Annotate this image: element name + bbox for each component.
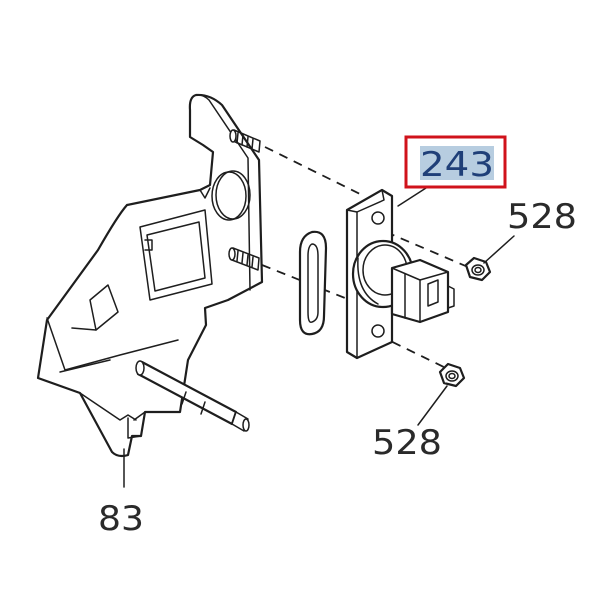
callout-243[interactable]: 243 — [404, 135, 507, 189]
bracket-plate — [36, 93, 264, 458]
part-number-83[interactable]: 83 — [98, 499, 144, 539]
assembly-lines — [261, 146, 469, 371]
callout-highlight-fill — [420, 146, 494, 180]
bracket-stud-upper — [229, 129, 261, 153]
part-number-528-lower[interactable]: 528 — [372, 423, 442, 463]
sensor-assembly — [345, 188, 455, 360]
leader-lines — [123, 187, 515, 488]
part-number-528-upper[interactable]: 528 — [507, 197, 577, 237]
bracket-stud-lower — [228, 247, 260, 271]
nut-lower — [438, 362, 466, 388]
part-number-243: 243 — [420, 145, 494, 185]
gasket — [298, 230, 328, 336]
callout-highlight-box — [404, 135, 507, 189]
shaft — [135, 360, 250, 432]
